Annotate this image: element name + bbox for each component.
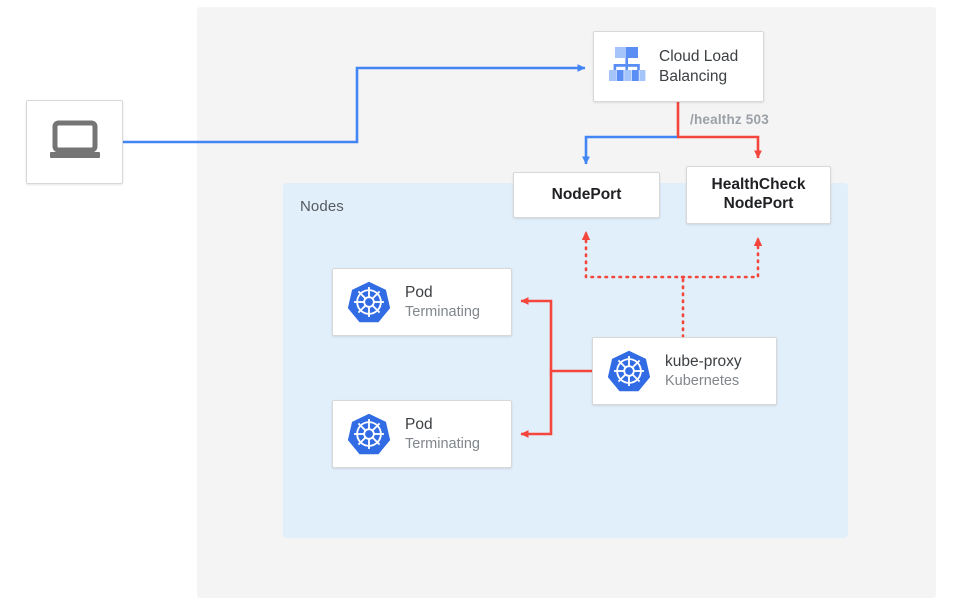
healthcheck-nodeport-node[interactable]: HealthCheck NodePort (686, 166, 831, 224)
pod-node-bottom[interactable]: Pod Terminating (332, 400, 512, 468)
healthcheck-nodeport-label-line-2: NodePort (723, 195, 794, 212)
kubernetes-icon (347, 412, 391, 456)
kubernetes-icon (607, 349, 651, 393)
kube-proxy-subtitle: Kubernetes (665, 372, 740, 389)
nodeport-node[interactable]: NodePort (513, 172, 660, 218)
laptop-icon (47, 119, 103, 166)
nodes-region-label: Nodes (300, 198, 344, 215)
healthz-status-label: /healthz 503 (690, 112, 769, 127)
cloud-load-balancing-title-line-2: Balancing (659, 67, 728, 85)
client-node[interactable] (26, 100, 123, 184)
pod-bottom-title: Pod (405, 416, 433, 434)
pod-node-top[interactable]: Pod Terminating (332, 268, 512, 336)
cloud-load-balancing-icon (607, 45, 647, 88)
cloud-load-balancing-node[interactable]: Cloud Load Balancing (593, 31, 764, 102)
kubernetes-icon (347, 280, 391, 324)
healthcheck-nodeport-label-line-1: HealthCheck (711, 176, 806, 194)
cloud-load-balancing-title-line-1: Cloud Load (659, 48, 739, 66)
kube-proxy-node[interactable]: kube-proxy Kubernetes (592, 337, 777, 405)
pod-top-title: Pod (405, 284, 433, 302)
pod-top-subtitle: Terminating (405, 303, 480, 320)
nodeport-label: NodePort (551, 185, 622, 203)
pod-bottom-subtitle: Terminating (405, 435, 480, 452)
kube-proxy-title: kube-proxy (665, 353, 742, 371)
